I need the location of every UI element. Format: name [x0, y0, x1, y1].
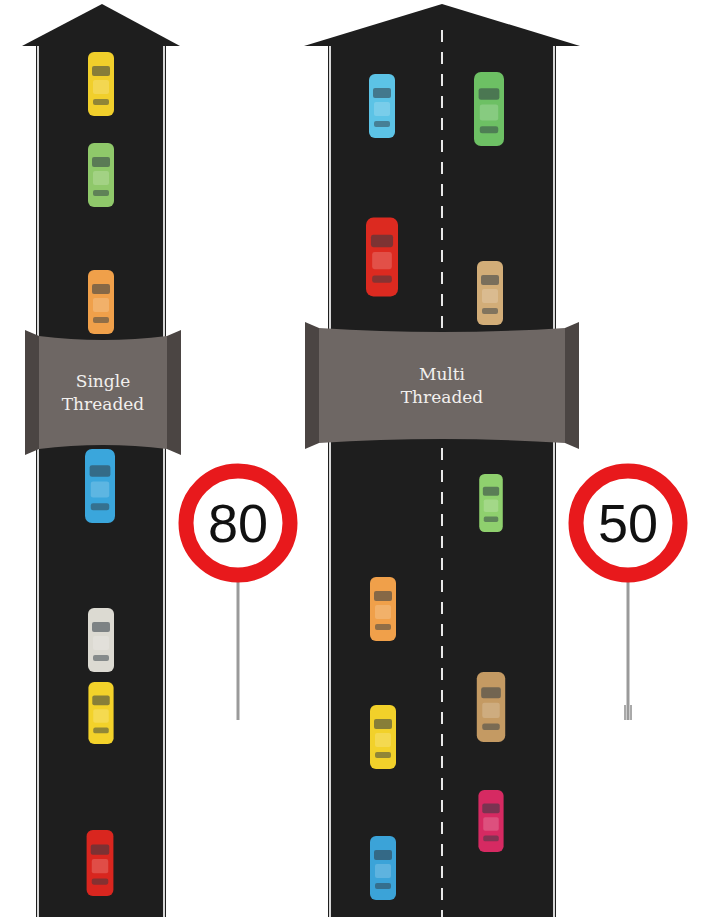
car: [88, 608, 114, 672]
speed-sign: 50: [568, 463, 688, 583]
car: [474, 72, 504, 146]
bridge-shape: [305, 322, 579, 449]
car: [477, 672, 505, 742]
sign-post: [631, 705, 632, 720]
sign-post: [627, 580, 630, 720]
bridge-shape: [25, 330, 181, 455]
bridge-panel: [167, 330, 181, 455]
car: [88, 143, 114, 207]
bridge-panel: [39, 336, 167, 449]
car: [85, 449, 115, 523]
car: [88, 52, 114, 116]
bridge-panel: [565, 322, 579, 449]
bridge-sign: Single Threaded: [25, 330, 181, 455]
car: [370, 836, 396, 900]
bridge-label: Multi Threaded: [394, 363, 490, 409]
car: [369, 74, 395, 138]
car: [88, 270, 114, 334]
car: [370, 577, 396, 641]
car: [478, 790, 503, 852]
road-edge: [553, 46, 555, 917]
sign-post: [237, 580, 240, 720]
car: [88, 682, 113, 744]
bridge-panel: [319, 328, 565, 443]
car: [479, 474, 503, 532]
road-edge: [37, 46, 39, 917]
car: [370, 705, 396, 769]
lane-divider: [441, 30, 443, 917]
bridge-panel: [25, 330, 39, 455]
car: [477, 261, 503, 325]
road: [36, 44, 166, 917]
car: [366, 218, 398, 297]
road-edge: [329, 46, 331, 917]
speed-limit: 80: [208, 493, 268, 553]
road-edge: [163, 46, 165, 917]
speed-sign-ring: [576, 471, 680, 575]
speed-sign-ring: [186, 471, 290, 575]
bridge-label: Single Threaded: [55, 370, 151, 416]
sign-post: [625, 705, 626, 720]
bridge-panel: [305, 322, 319, 449]
car: [87, 830, 114, 896]
speed-sign: 80: [178, 463, 298, 583]
speed-limit: 50: [598, 493, 658, 553]
bridge-sign: Multi Threaded: [305, 322, 579, 449]
road-arrowhead: [22, 4, 180, 46]
